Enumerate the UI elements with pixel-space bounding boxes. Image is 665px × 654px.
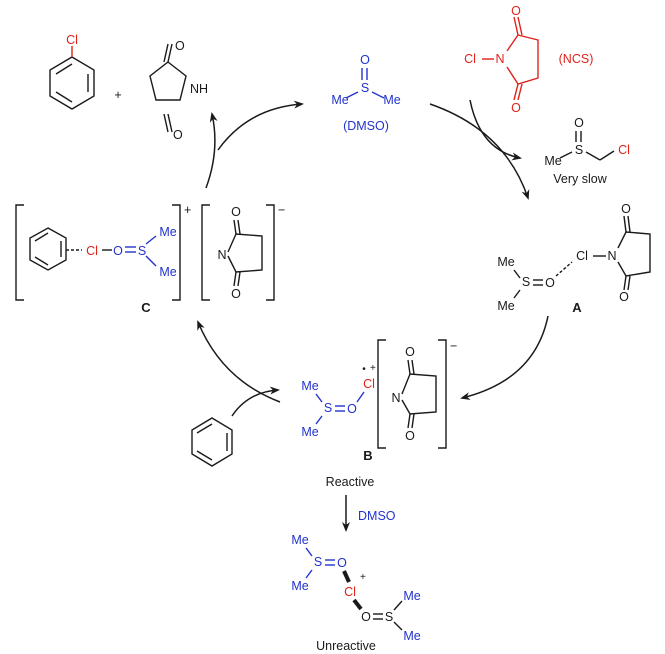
atom-o: O [347,402,357,416]
atom-cl: Cl [344,585,356,599]
atom-me: Me [403,589,420,603]
atom-o: O [574,116,584,130]
arrow-benzene-in [231,386,280,417]
atom-cl: Cl [618,143,630,157]
arrow-ncs-in [469,99,522,161]
charge-plus: + [370,363,376,374]
atom-nh: NH [190,82,208,96]
label-c: C [141,300,151,315]
atom-me: Me [403,629,420,643]
chlorobenzene-product: Cl [49,33,95,110]
atom-me: Me [497,299,514,313]
intermediate-b: Me S Me O Cl • + B Reactive [301,363,376,489]
dmso-arrow-label: DMSO [358,509,396,523]
arrow-b-to-c [197,320,281,403]
atom-o: O [175,39,185,53]
arrow-product-out [205,112,218,189]
atom-me: Me [159,265,176,279]
atom-o: O [360,53,370,67]
arrow-a-to-b [460,315,549,400]
ncs-label: (NCS) [559,52,594,66]
atom-o: O [511,101,521,115]
charge-minus: − [278,203,285,217]
atom-o: O [405,429,415,443]
unreactive-label: Unreactive [316,639,376,653]
atom-cl: Cl [86,244,98,258]
succinimide-product: O O NH [149,39,208,142]
ncs-molecule: Cl N O O (NCS) [464,4,593,115]
benzene-reagent [191,417,233,467]
unreactive-complex: Me S Me O Cl + O S Me Me Unreactive [291,533,420,653]
atom-me: Me [331,93,348,107]
atom-me: Me [383,93,400,107]
atom-n: N [217,248,226,262]
radical-dot: • [362,364,366,375]
atom-me: Me [291,533,308,547]
atom-me: Me [497,255,514,269]
atom-cl: Cl [576,249,588,263]
atom-o: O [621,202,631,216]
atom-o: O [231,205,241,219]
atom-s: S [324,401,332,415]
atom-n: N [607,249,616,263]
atom-s: S [522,275,530,289]
atom-s: S [314,555,322,569]
dmso-label: (DMSO) [343,119,389,133]
plus-sign: + [114,88,121,102]
charge-plus: + [184,203,191,217]
reactive-label: Reactive [326,475,375,489]
atom-o: O [361,610,371,624]
succinimide-anion-c: − O O N [201,203,285,301]
intermediate-a: Me S Me O Cl N O O A [497,202,651,315]
atom-o: O [545,276,555,290]
atom-s: S [575,143,583,157]
atom-cl: Cl [66,33,78,47]
charge-minus: − [450,339,457,353]
atom-o: O [511,4,521,18]
atom-o: O [113,244,123,258]
arrow-top [217,100,304,151]
charge-plus: + [360,572,366,583]
atom-cl: Cl [363,377,375,391]
atom-o: O [231,287,241,301]
succinimide-anion-b: − O O N [377,339,457,449]
atom-me: Me [291,579,308,593]
atom-o: O [337,556,347,570]
atom-me: Me [301,425,318,439]
atom-s: S [361,81,369,95]
atom-o: O [173,128,183,142]
atom-o: O [405,345,415,359]
arrow-dmso-to-a [429,103,530,200]
atom-s: S [138,244,146,258]
chloromethyl-sulfoxide: O S Me Cl Very slow [544,116,630,186]
label-b: B [363,448,372,463]
atom-me: Me [301,379,318,393]
atom-n: N [495,52,504,66]
atom-me: Me [159,225,176,239]
atom-s: S [385,610,393,624]
atom-cl: Cl [464,52,476,66]
atom-o: O [619,290,629,304]
intermediate-c: + Cl O S Me Me C [15,203,191,315]
atom-n: N [391,391,400,405]
atom-me: Me [544,154,561,168]
label-a: A [572,300,582,315]
very-slow-label: Very slow [553,172,607,186]
dmso-molecule: O S Me Me (DMSO) [331,53,400,133]
